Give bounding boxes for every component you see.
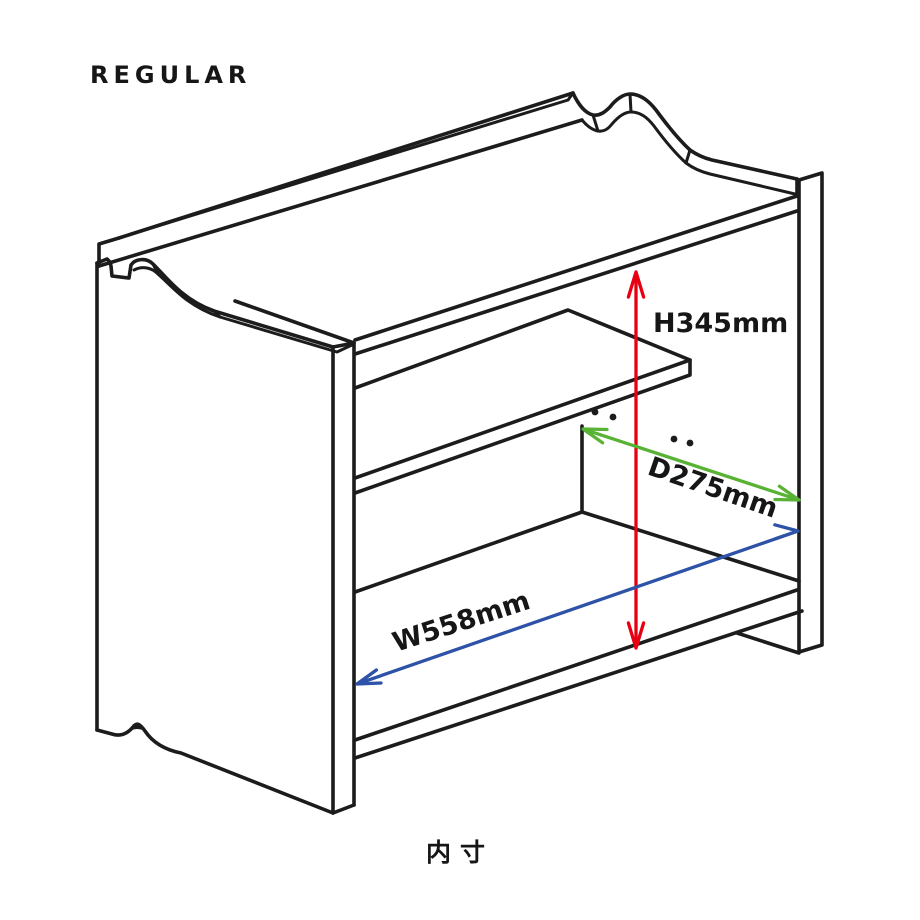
variant-title: REGULAR <box>90 61 251 89</box>
right-side-panel <box>571 91 824 654</box>
shelf-line-art <box>95 91 824 815</box>
height-arrow <box>626 270 646 650</box>
shelf-pin-holes <box>591 408 694 447</box>
back-top-rail <box>97 91 584 268</box>
foot-cutout-cusp <box>128 725 147 732</box>
left-side-panel <box>95 257 356 815</box>
middle-shelf <box>353 308 692 495</box>
bottom-shelf <box>353 424 804 760</box>
depth-arrow <box>581 427 801 502</box>
top-panel <box>233 194 799 356</box>
width-arrow <box>355 523 800 686</box>
height-dimension-label: H345mm <box>653 308 788 339</box>
depth-dimension-label: D275mm <box>644 451 782 524</box>
inner-dimension-caption: 内寸 <box>426 838 494 867</box>
